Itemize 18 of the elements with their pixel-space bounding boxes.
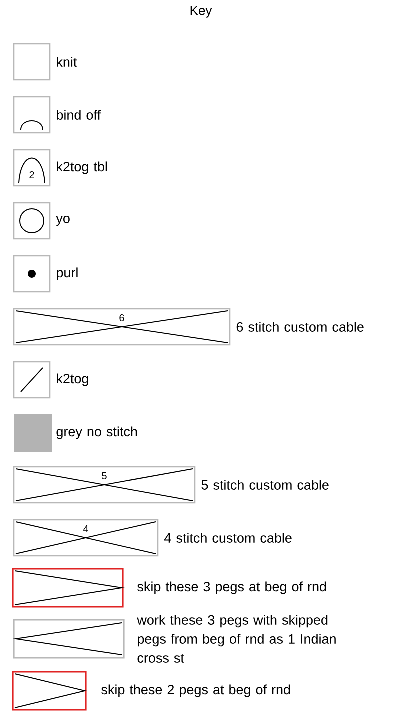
legend-text: yo [56,216,70,226]
legend-text: 6 stitch custom cable [236,322,364,332]
legend-text: bind off [57,110,101,120]
legend-text: knit [57,57,78,67]
stitch-count: 6 [120,314,124,322]
legend-text: k2tog [57,374,88,386]
legend-text: 4 stitch custom cable [164,533,292,543]
stitch-count: 2 [30,172,34,178]
stitch-count: 5 [102,472,107,480]
stitch-count: 4 [83,526,88,532]
legend-text: 5 stitch custom cable [202,480,329,490]
legend-text: work these 3 pegs with skipped pegs from beg of rnd as 1 Indian cross st [137,615,336,663]
legend-text: skip these 2 pegs at beg of rnd [102,684,290,698]
legend-text: purl [57,268,78,280]
legend-text: k2tog tbl [57,162,108,174]
legend-text: grey no stitch [56,426,138,440]
legend-text: skip these 3 pegs at beg of rnd [138,582,326,594]
title: Key [190,6,212,18]
